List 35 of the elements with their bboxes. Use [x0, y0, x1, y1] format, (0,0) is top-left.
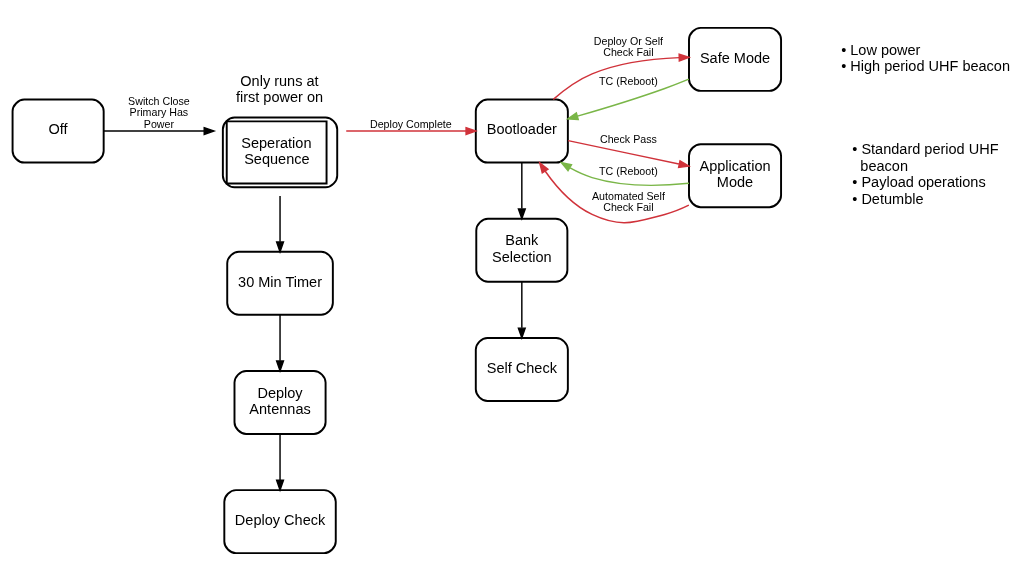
arrow: [275, 433, 285, 493]
arrow: [517, 281, 527, 340]
node-label: • Payload operations: [852, 174, 986, 191]
edge-label: TC (Reboot): [599, 164, 658, 177]
node-box: Safe Mode: [688, 26, 783, 92]
edge-label: Deploy Complete: [369, 117, 452, 130]
arrow: [565, 78, 690, 121]
arrow: [275, 314, 285, 373]
arrow: [552, 53, 692, 101]
arrow: [275, 195, 285, 254]
arrow: [103, 126, 217, 136]
edge-label: Check Pass: [600, 133, 657, 146]
node-box: Seperation Sequence: [221, 116, 339, 189]
node-box: 30 Min Timer: [226, 250, 334, 316]
node-box: Deploy Antennas: [233, 369, 327, 435]
node-box: Self Check: [474, 337, 569, 402]
node-box: Bootloader: [474, 98, 569, 164]
arrow: [345, 126, 478, 136]
edge-label: Switch Close Primary Has Power: [128, 94, 190, 130]
arrow: [538, 161, 690, 224]
node-label: • Standard period UHF beacon: [852, 141, 999, 174]
arrow: [567, 139, 691, 169]
node-label: Only runs at first power on: [235, 72, 324, 106]
node-label: • Low power: [841, 41, 921, 58]
node-box: Bank Selection: [475, 217, 569, 283]
node-box: Deploy Check: [223, 489, 337, 555]
node-label: • High period UHF beacon: [841, 58, 1011, 74]
edge-label: TC (Reboot): [599, 75, 658, 88]
arrow: [517, 162, 527, 221]
edge-label: Automated Self Check Fail: [591, 189, 665, 214]
edge-label: Deploy Or Self Check Fail: [593, 34, 664, 59]
node-label: • Detumble: [852, 190, 924, 207]
node-box: Application Mode: [688, 143, 783, 209]
arrow: [559, 161, 690, 186]
node-box: Off: [11, 98, 105, 164]
